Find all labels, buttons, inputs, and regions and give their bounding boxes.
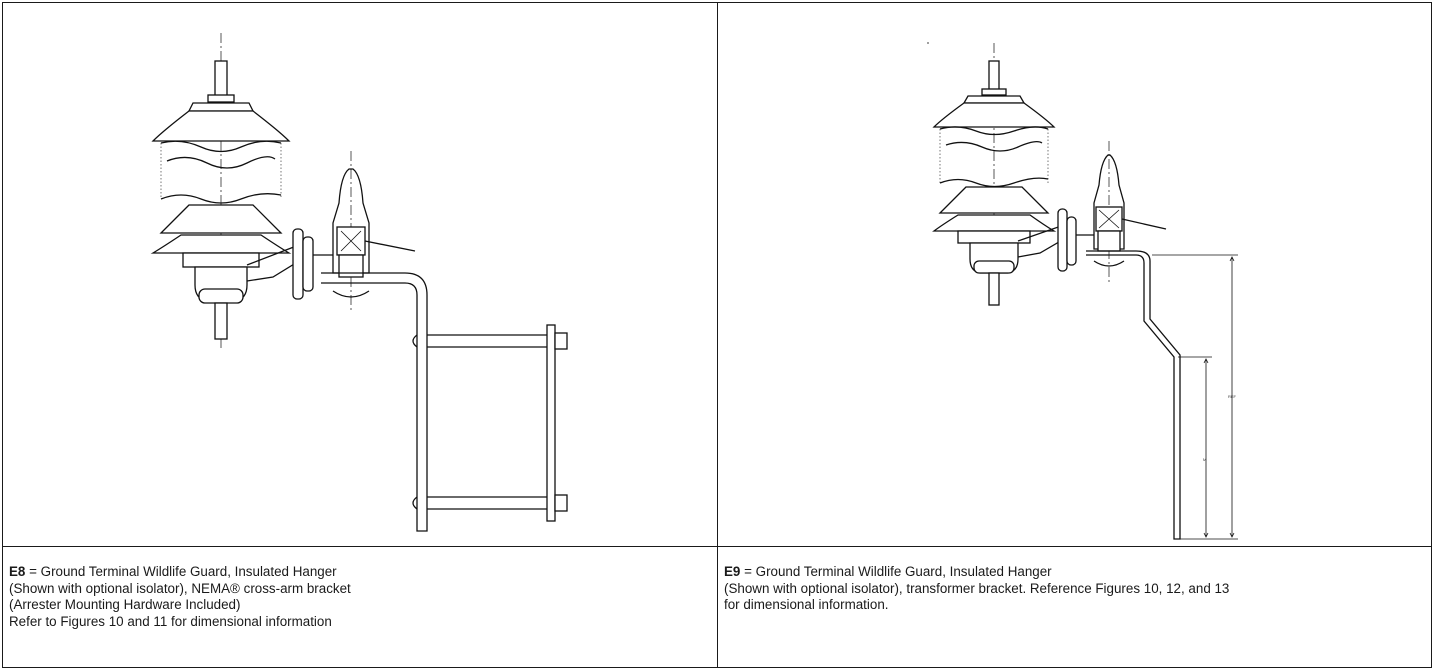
e9-caption-line-3: for dimensional information. (724, 597, 889, 613)
e9-drawing: REF M (718, 3, 1431, 543)
break-line-lower (160, 193, 282, 204)
clamp-hatch (1098, 209, 1120, 229)
figure-e9-panel: REF M E9 = Ground Terminal Wildlife Guar… (717, 3, 1431, 667)
isolator-ring (198, 288, 244, 304)
guard-tab (1121, 218, 1167, 230)
e9-caption: E9 = Ground Terminal Wildlife Guard, Ins… (718, 546, 1431, 667)
hanger-disc-2 (1066, 216, 1077, 266)
top-cap (962, 95, 1026, 104)
clamp-nut (1097, 230, 1121, 252)
break-line-top (939, 126, 1049, 136)
e8-first-line-text: = Ground Terminal Wildlife Guard, Insula… (25, 564, 337, 579)
hanger-disc-1 (1057, 208, 1068, 272)
e9-caption-line-2: (Shown with optional isolator), transfor… (724, 580, 1230, 596)
cross-arm-plate (546, 324, 556, 522)
washer-bottom (332, 290, 370, 298)
top-terminal-stud (214, 60, 228, 100)
break-line-upper (166, 156, 276, 169)
top-nut (981, 88, 1007, 96)
e8-caption-line-3: (Arrester Mounting Hardware Included) (9, 597, 241, 613)
e8-drawing (3, 3, 717, 543)
break-line-top (160, 140, 282, 153)
transformer-bracket (1086, 250, 1181, 540)
figure-e8-panel: E8 = Ground Terminal Wildlife Guard, Ins… (3, 3, 717, 667)
break-line-upper (945, 141, 1043, 152)
guard-tab (364, 240, 416, 252)
top-terminal-stud (988, 60, 1000, 94)
e8-caption-line-2: (Shown with optional isolator), NEMA® cr… (9, 580, 351, 596)
dim-label-overall: REF (1228, 394, 1237, 399)
e8-caption: E8 = Ground Terminal Wildlife Guard, Ins… (3, 546, 717, 667)
e9-caption-line-1: E9 = Ground Terminal Wildlife Guard, Ins… (724, 564, 1425, 581)
e8-caption-line-4: Refer to Figures 10 and 11 for dimension… (9, 613, 332, 629)
e9-arrester-transformer-drawing: REF M (927, 42, 1238, 540)
bottom-terminal-stud (988, 272, 1000, 306)
top-cap (187, 102, 255, 112)
top-shed (932, 102, 1056, 128)
bottom-bolt-nut (554, 494, 568, 512)
lower-shed-2 (150, 234, 292, 254)
hanger-disc-2 (302, 236, 314, 292)
lower-shed-2 (932, 214, 1057, 232)
e8-arrester-cross-arm-drawing (150, 33, 568, 532)
isolator-ring (973, 260, 1015, 274)
top-bolt-head (412, 334, 418, 348)
clamp-hatch (340, 230, 362, 252)
lower-dimension-arrows (1203, 358, 1209, 538)
e8-code: E8 (9, 564, 26, 579)
hanger-disc-1 (292, 228, 304, 300)
bottom-terminal-stud (214, 302, 228, 340)
clamp-nut (338, 254, 364, 278)
lower-shed-1 (159, 204, 283, 234)
bottom-bolt-head (412, 496, 418, 510)
e9-first-line-text: = Ground Terminal Wildlife Guard, Insula… (740, 564, 1052, 579)
dim-label-lower: M (1203, 457, 1206, 462)
top-bolt-nut (554, 332, 568, 350)
overall-dimension-arrows (1229, 256, 1235, 538)
e9-code: E9 (724, 564, 741, 579)
lower-shed-1 (938, 186, 1050, 214)
top-shed (151, 110, 291, 142)
washer-bottom (1093, 260, 1125, 267)
top-nut (207, 94, 235, 103)
e8-caption-line-1: E8 = Ground Terminal Wildlife Guard, Ins… (9, 564, 711, 581)
cross-arm-bracket (321, 272, 428, 532)
